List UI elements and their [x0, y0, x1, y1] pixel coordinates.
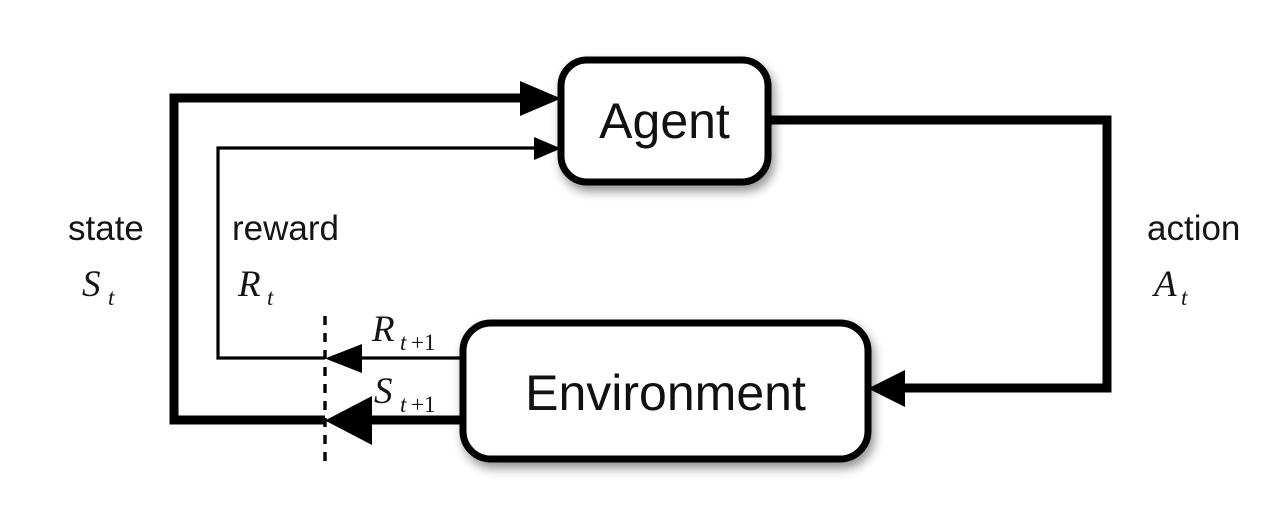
edge-action-out	[768, 115, 1112, 407]
reward-feedback-line	[216, 146, 534, 360]
reward-word-label: reward	[232, 209, 339, 248]
action-word-label: action	[1147, 209, 1240, 248]
node-agent[interactable]: Agent	[557, 56, 772, 186]
edge-state-feedback	[169, 81, 561, 425]
reward-next-arrowhead	[325, 344, 362, 373]
state-next-symbol-label: S	[374, 371, 393, 412]
action-subscript-label: t	[1181, 285, 1188, 310]
label-state: state S t	[68, 209, 144, 310]
action-line	[768, 115, 1112, 393]
agent-label: Agent	[599, 93, 730, 149]
action-arrowhead	[868, 370, 905, 407]
state-next-subscript-op: +1	[411, 392, 435, 417]
edge-reward-next	[325, 344, 463, 373]
state-next-arrowhead	[325, 396, 372, 445]
state-subscript-label: t	[108, 285, 115, 310]
agent-box[interactable]	[557, 56, 772, 186]
edge-state-next	[325, 396, 463, 445]
reward-feedback-arrowhead	[534, 137, 561, 160]
reward-symbol-label: R	[237, 264, 261, 305]
state-feedback-arrowhead	[520, 81, 561, 116]
environment-label: Environment	[525, 365, 806, 421]
label-reward: reward R t	[232, 209, 339, 310]
environment-box[interactable]	[459, 319, 872, 463]
state-feedback-line	[169, 93, 520, 425]
reward-next-subscript-op: +1	[411, 330, 435, 355]
label-reward-next: R t +1	[371, 309, 435, 355]
state-next-subscript-var: t	[400, 392, 407, 417]
state-symbol-label: S	[82, 264, 101, 305]
node-environment[interactable]: Environment	[459, 319, 872, 463]
reward-next-symbol-label: R	[371, 309, 395, 350]
state-word-label: state	[68, 209, 144, 248]
edge-reward-feedback	[216, 137, 561, 360]
reward-subscript-label: t	[267, 285, 274, 310]
reward-next-subscript-var: t	[400, 330, 407, 355]
action-symbol-label: A	[1151, 264, 1177, 305]
label-state-next: S t +1	[374, 371, 435, 417]
label-action: action A t	[1147, 209, 1240, 310]
